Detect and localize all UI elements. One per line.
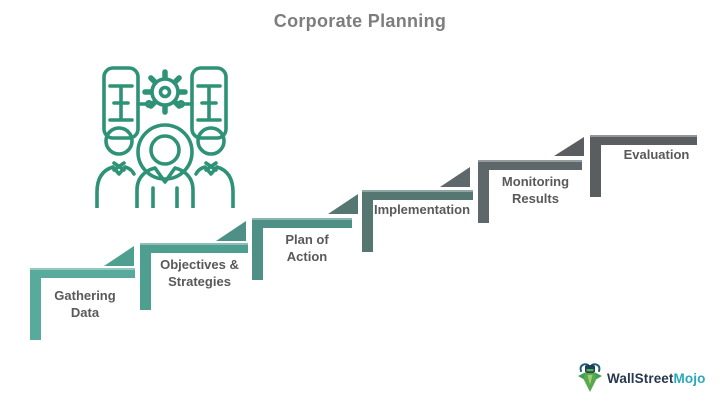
step-bar-horizontal bbox=[478, 160, 582, 170]
logo-text: WallStreetMojo bbox=[607, 371, 705, 386]
step-bar-vertical bbox=[30, 268, 41, 340]
step-bar-vertical bbox=[478, 160, 489, 223]
wallstreetmojo-logo: WallStreetMojo bbox=[577, 362, 705, 394]
step-label: Evaluation bbox=[623, 147, 690, 162]
step-up-triangle-icon bbox=[440, 167, 470, 187]
step-label: Plan of Action bbox=[285, 232, 329, 264]
step-label: Implementation bbox=[373, 202, 471, 217]
step-label: Objectives & Strategies bbox=[160, 257, 239, 289]
logo-brand-primary: WallStreet bbox=[607, 370, 674, 386]
step-bar-vertical bbox=[252, 218, 263, 280]
step-up-triangle-icon bbox=[216, 221, 246, 241]
step-bar-horizontal bbox=[252, 218, 352, 228]
logo-brand-secondary: Mojo bbox=[673, 370, 706, 386]
step-bar-horizontal bbox=[140, 243, 248, 253]
step-bar-horizontal bbox=[30, 268, 135, 278]
step-bar-horizontal bbox=[590, 135, 697, 145]
team-planning-icon bbox=[95, 66, 235, 208]
bull-logo-icon bbox=[578, 363, 602, 392]
step-up-triangle-icon bbox=[554, 137, 584, 156]
step-bar-vertical bbox=[362, 190, 373, 252]
step-label: Monitoring Results bbox=[501, 174, 570, 206]
page-title: Corporate Planning bbox=[273, 11, 447, 31]
step-bar-horizontal bbox=[362, 190, 473, 200]
step-bar-vertical bbox=[140, 243, 151, 310]
step-bar-vertical bbox=[590, 135, 601, 197]
step-label: Gathering Data bbox=[54, 288, 116, 320]
step-up-triangle-icon bbox=[328, 194, 358, 214]
step-up-triangle-icon bbox=[104, 246, 134, 266]
